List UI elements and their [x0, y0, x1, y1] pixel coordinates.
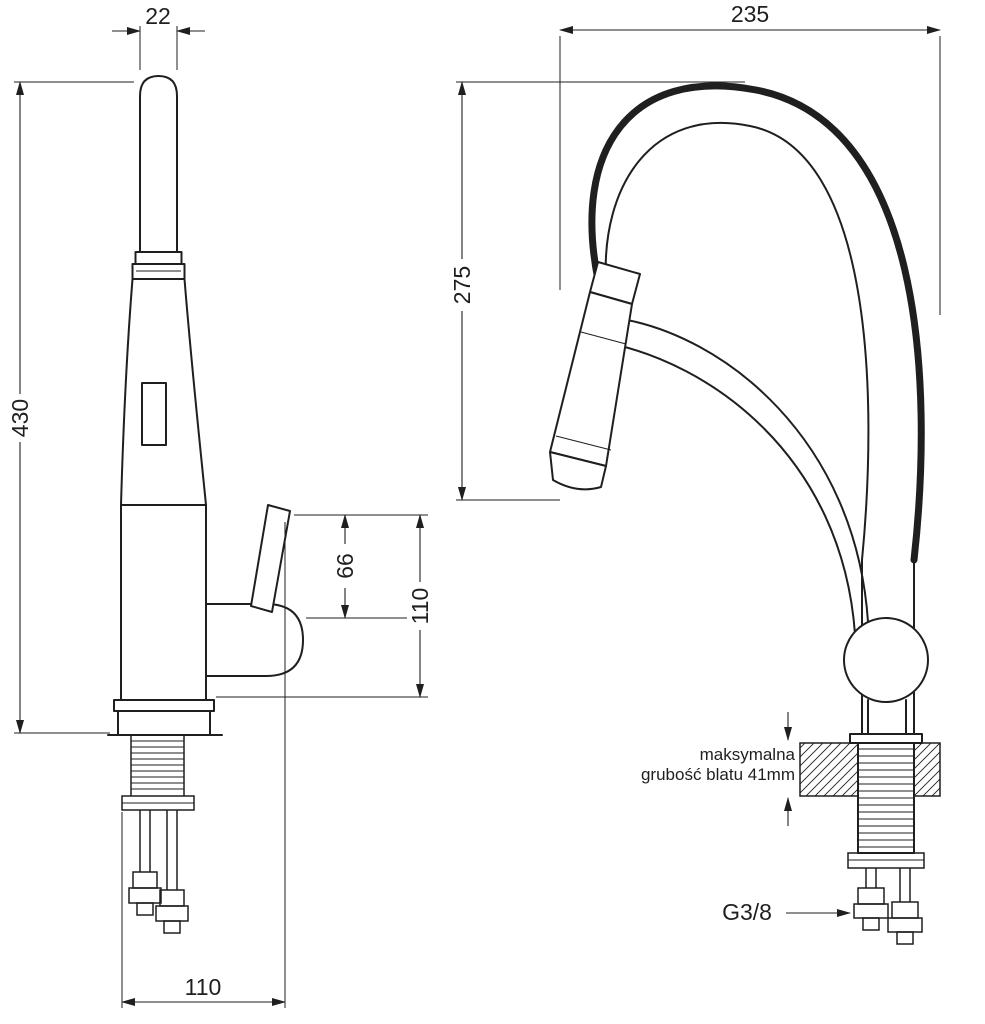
counter-note-line1: maksymalna — [700, 745, 796, 764]
handle-joint — [205, 603, 304, 677]
hose-1-hex-nut — [128, 887, 162, 904]
handle-lever — [250, 504, 291, 613]
base-flange — [113, 699, 215, 712]
supply-hose-3 — [865, 868, 877, 888]
body-column-stub — [867, 699, 907, 735]
base-body — [117, 710, 211, 736]
left-view: 22 430 66 110 — [7, 3, 433, 1008]
dim-22-extension-lines — [139, 26, 178, 70]
dim-430-label: 430 — [7, 399, 33, 437]
spray-head-body — [549, 291, 633, 467]
dimensions-right: 235 275 maksymalna grubość blatu 41mm G3… — [449, 1, 941, 925]
hose-3-tail — [862, 917, 880, 931]
mounting-hardware-right — [853, 868, 923, 945]
spout-pipe — [139, 75, 178, 253]
dim-430-label-bg — [7, 394, 33, 442]
spray-head — [549, 261, 641, 491]
hose-3-hex-nut — [853, 903, 889, 919]
gooseneck-inner-edge — [604, 121, 870, 561]
dim-275-label: 275 — [449, 266, 475, 304]
supply-hose-1 — [139, 810, 151, 872]
spout-joint-ring-lower — [131, 263, 186, 280]
dim-275-label-bg — [449, 259, 475, 311]
dim-430-extension-lines — [14, 81, 134, 734]
dim-base-110-extension-lines — [121, 522, 286, 1008]
valve-ball-joint — [843, 617, 929, 703]
neck-left-edge — [120, 278, 134, 506]
spout-joint-ring-upper — [134, 251, 183, 265]
dim-430-label-group: 430 — [7, 394, 33, 442]
spray-hose-lower — [602, 341, 856, 635]
hose-1-fitting — [132, 871, 158, 889]
dim-66-label: 66 — [332, 553, 358, 579]
shank-threads — [858, 748, 914, 848]
spray-head-nozzle-ring — [555, 435, 612, 451]
supply-hose-2 — [166, 810, 178, 890]
threaded-shank-threads — [131, 740, 184, 790]
hose-2-fitting — [159, 889, 185, 907]
dim-110-label-group: 110 — [407, 582, 433, 630]
hose-1-tail — [136, 902, 154, 916]
spray-hose-upper — [615, 317, 869, 623]
dim-22-label: 22 — [145, 3, 171, 29]
thread-size-label: G3/8 — [722, 899, 772, 925]
mounting-hardware-left — [121, 735, 195, 934]
hose-2-hex-nut — [155, 905, 189, 922]
dim-275-label-group: 275 — [449, 259, 475, 311]
body-window-detail — [141, 382, 167, 446]
supply-hose-4 — [899, 868, 911, 902]
dim-66-label-bg — [332, 544, 358, 588]
spray-head-band — [580, 331, 627, 345]
hose-4-hex-nut — [887, 917, 923, 933]
dim-base-110-label: 110 — [185, 974, 222, 1000]
dim-66-label-group: 66 — [332, 544, 358, 588]
dim-235-label: 235 — [731, 1, 769, 27]
dim-275-extension-lines — [456, 81, 745, 501]
hose-3-fitting — [857, 887, 885, 905]
dim-235-extension-lines — [559, 36, 941, 315]
dimensions-left: 22 430 66 110 — [7, 3, 433, 1008]
gooseneck-outer-hose — [588, 82, 925, 564]
base-ring — [849, 733, 923, 744]
hose-4-fitting — [891, 901, 919, 919]
hose-4-tail — [896, 931, 914, 945]
dim-110-label-bg — [407, 582, 433, 630]
neck-right-edge — [183, 278, 207, 506]
spray-head-nozzle-cap — [549, 451, 607, 491]
counter-note-line2: grubość blatu 41mm — [641, 765, 795, 784]
hose-2-tail — [163, 920, 181, 934]
right-view: 235 275 maksymalna grubość blatu 41mm G3… — [449, 1, 941, 945]
dim-110-label: 110 — [407, 588, 433, 625]
